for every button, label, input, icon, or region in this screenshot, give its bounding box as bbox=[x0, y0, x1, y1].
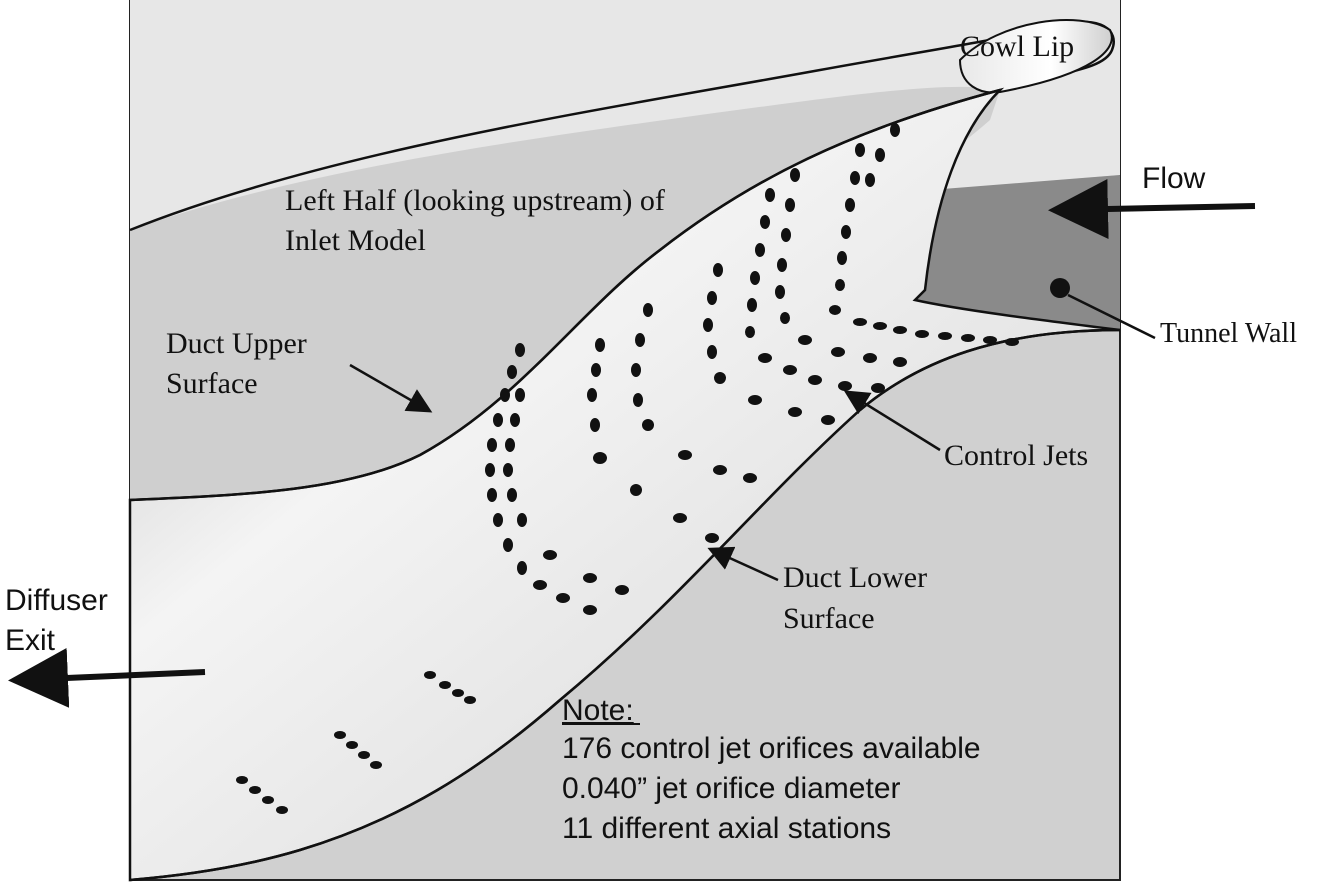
jet-station-2 bbox=[503, 388, 629, 595]
diffuser-label-line1: Diffuser bbox=[5, 584, 108, 617]
duct-lower-outline bbox=[129, 328, 1121, 882]
flow-arrow bbox=[1048, 179, 1256, 240]
diffuser-label-line2: Exit bbox=[5, 624, 56, 657]
jet-station-11 bbox=[236, 776, 288, 814]
jet-station-6 bbox=[745, 188, 885, 393]
left-half-label-line2: Inlet Model bbox=[285, 224, 426, 257]
jet-station-8 bbox=[829, 143, 865, 315]
duct-lower-label-line1: Duct Lower bbox=[783, 561, 927, 594]
duct-upper-label-line2: Surface bbox=[166, 367, 258, 400]
duct-upper-outline bbox=[129, 88, 1001, 502]
jet-station-7 bbox=[775, 168, 907, 367]
jet-station-10 bbox=[334, 671, 476, 769]
control-jets-group bbox=[236, 123, 1019, 814]
flow-label: Flow bbox=[1142, 162, 1206, 195]
jet-station-3 bbox=[587, 338, 719, 543]
cowl-lip-shape bbox=[958, 19, 1113, 94]
tunnel-wall-label: Tunnel Wall bbox=[1160, 318, 1297, 349]
duct-lower-label-line2: Surface bbox=[783, 602, 875, 635]
control-jets-label: Control Jets bbox=[944, 439, 1088, 472]
note-line-2: 0.040” jet orifice diameter bbox=[562, 772, 901, 805]
jet-station-5 bbox=[703, 263, 835, 425]
jet-station-1 bbox=[485, 343, 597, 615]
left-half-label-line1: Left Half (looking upstream) of bbox=[285, 184, 665, 217]
diffuser-exit-arrow bbox=[8, 647, 206, 708]
control-jets-arrow bbox=[843, 390, 941, 452]
tunnel-wall-leader bbox=[1067, 293, 1156, 340]
tunnel-wall-dot bbox=[1050, 278, 1070, 298]
duct-lower-arrow bbox=[707, 546, 779, 582]
cowl-lip-label: Cowl Lip bbox=[960, 30, 1074, 63]
cowl-outline bbox=[129, 20, 1115, 232]
jet-station-4 bbox=[631, 303, 757, 483]
duct-upper-label-line1: Duct Upper bbox=[166, 327, 307, 360]
note-line-3: 11 different axial stations bbox=[562, 812, 891, 845]
duct-upper-arrow bbox=[349, 363, 433, 413]
jet-station-9 bbox=[853, 123, 1019, 346]
note-line-1: 176 control jet orifices available bbox=[562, 732, 981, 765]
note-heading: Note: bbox=[562, 694, 634, 727]
